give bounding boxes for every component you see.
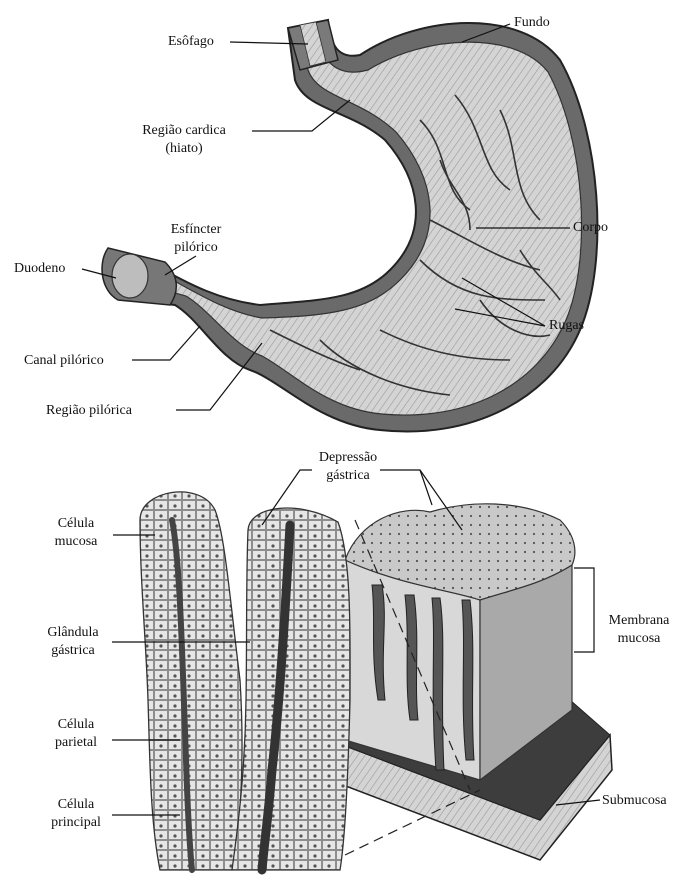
label-membrana-mucosa: mucosa	[596, 630, 682, 647]
label-membrana: Membrana	[596, 612, 682, 629]
label-esofago: Esôfago	[168, 33, 214, 50]
label-glandula: Glândula	[30, 624, 116, 641]
label-duodeno: Duodeno	[14, 260, 65, 277]
label-fundo: Fundo	[514, 14, 550, 31]
label-hiato: (hiato)	[120, 140, 248, 157]
label-esfincter: Esfíncter	[154, 221, 238, 238]
label-rugas: Rugas	[549, 317, 584, 334]
mucosa-block-illustration	[330, 504, 612, 860]
label-corpo: Corpo	[573, 219, 608, 236]
label-depressao-gastrica: gástrica	[300, 467, 396, 484]
label-celula-parietal-2: parietal	[40, 734, 112, 751]
label-depressao: Depressão	[300, 449, 396, 466]
label-celula-mucosa-2: mucosa	[40, 533, 112, 550]
gastric-pits-illustration	[140, 492, 350, 870]
label-celula-principal-2: principal	[40, 814, 112, 831]
label-regiao-cardica: Região cardica	[120, 122, 248, 139]
label-pilorico: pilórico	[154, 239, 238, 256]
label-regiao-pilorica: Região pilórica	[46, 402, 132, 419]
label-celula-mucosa-1: Célula	[40, 515, 112, 532]
label-submucosa: Submucosa	[602, 792, 667, 809]
label-canal-pilorico: Canal pilórico	[24, 352, 104, 369]
label-celula-principal-1: Célula	[40, 796, 112, 813]
label-glandula-gastrica: gástrica	[30, 642, 116, 659]
label-celula-parietal-1: Célula	[40, 716, 112, 733]
